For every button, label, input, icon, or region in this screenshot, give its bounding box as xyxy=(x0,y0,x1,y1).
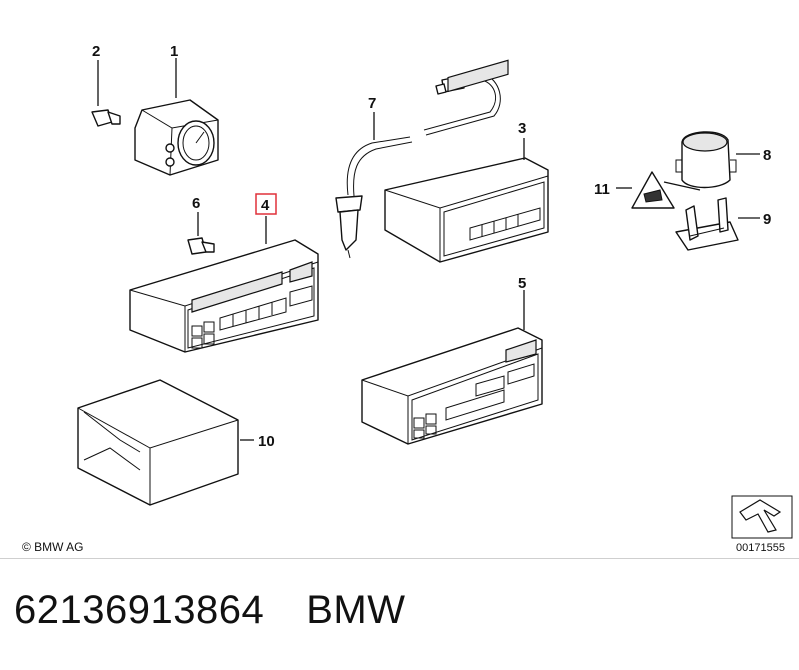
part-bulb-6 xyxy=(187,237,215,255)
brand-name: BMW xyxy=(306,588,406,632)
callout-1: 1 xyxy=(170,43,178,60)
callout-11: 11 xyxy=(594,181,610,198)
part-connector-8 xyxy=(675,131,737,189)
callout-10: 10 xyxy=(258,433,275,450)
part-bulb-2 xyxy=(91,109,121,127)
arrow-logo-icon xyxy=(731,495,793,539)
part-control-unit-5 xyxy=(361,327,543,445)
callout-4: 4 xyxy=(261,197,270,214)
part-control-unit-3 xyxy=(384,59,549,263)
part-caption: 62136913864 BMW xyxy=(14,588,447,633)
callout-5: 5 xyxy=(518,275,526,292)
part-number: 62136913864 xyxy=(14,588,265,632)
image-code: 00171555 xyxy=(736,542,785,554)
callout-9: 9 xyxy=(763,211,771,228)
part-gauge xyxy=(134,99,219,176)
callout-2: 2 xyxy=(92,43,100,60)
parts-diagram: 1 2 7 3 8 xyxy=(77,43,793,539)
copyright-text: © BMW AG xyxy=(22,540,84,554)
part-box-10 xyxy=(77,379,239,506)
callout-3: 3 xyxy=(518,120,526,137)
part-bracket-9 xyxy=(675,197,739,251)
highlight-box xyxy=(255,193,277,215)
part-warning-label xyxy=(631,171,675,209)
callout-8: 8 xyxy=(763,147,771,164)
part-control-unit-4 xyxy=(129,239,319,353)
callout-6: 6 xyxy=(192,195,200,212)
callout-7: 7 xyxy=(368,95,376,112)
divider xyxy=(0,558,799,559)
